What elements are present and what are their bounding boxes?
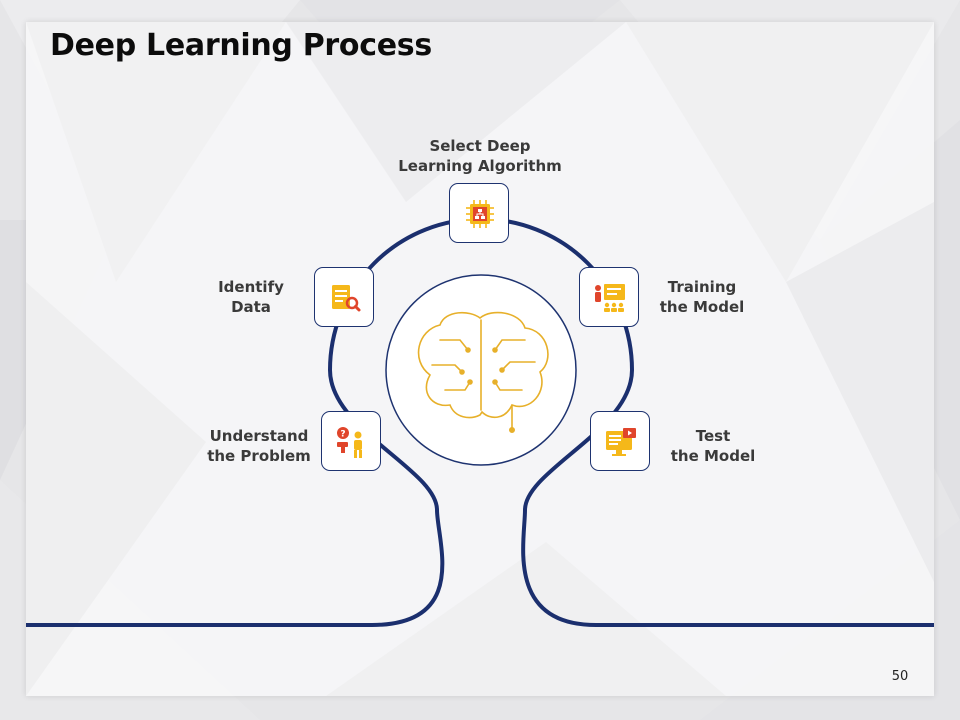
circuit-brain-icon: [417, 311, 549, 433]
data-search-icon: [332, 285, 361, 312]
panel-facets: [26, 22, 934, 696]
slide-title: Deep Learning Process: [50, 28, 432, 63]
question-person-icon: ?: [337, 427, 362, 458]
step-node-select-algorithm[interactable]: [449, 183, 509, 243]
step-node-training[interactable]: [579, 267, 639, 327]
page-number: 50: [891, 669, 909, 684]
svg-text:?: ?: [340, 430, 345, 440]
training-presentation-icon: [595, 284, 625, 312]
step-node-understand[interactable]: ?: [321, 411, 381, 471]
step-node-test[interactable]: [590, 411, 650, 471]
step-node-identify[interactable]: [314, 267, 374, 327]
chip-algorithm-icon: [466, 200, 494, 228]
test-monitor-icon: [606, 428, 636, 456]
